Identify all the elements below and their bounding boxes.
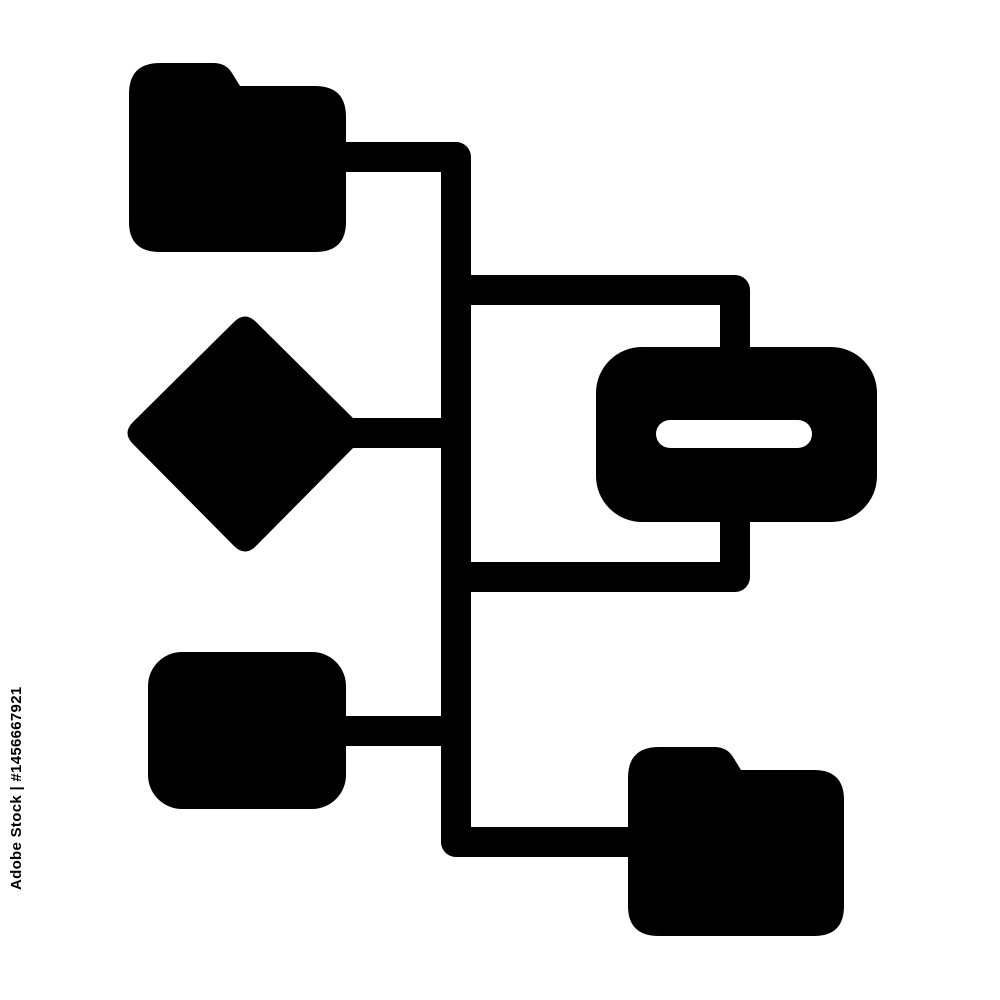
trunk-line: [315, 142, 655, 857]
rounded-box-icon: [148, 652, 346, 809]
stock-id-label: Adobe Stock | #1456667921: [8, 686, 25, 890]
terminator-minus-icon: [596, 347, 877, 522]
folder-icon-bottom: [628, 747, 844, 936]
minus-bar: [656, 420, 812, 448]
folder-icon: [129, 63, 346, 252]
diamond-decision-icon: [127, 316, 363, 552]
